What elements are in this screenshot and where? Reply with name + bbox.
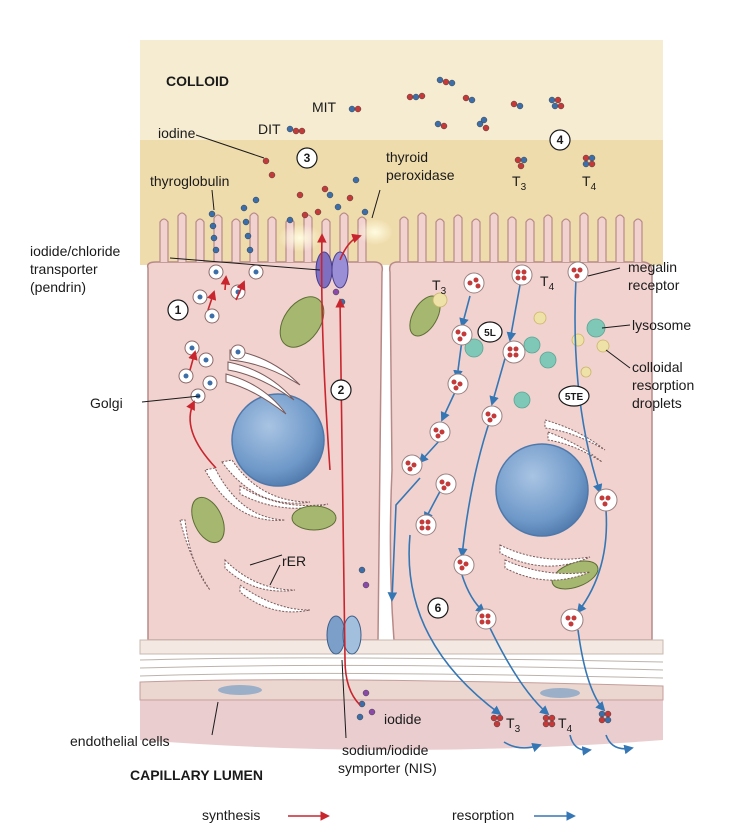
step-3: 3	[304, 151, 311, 165]
step-1: 1	[175, 303, 182, 317]
nis-label-2: symporter (NIS)	[338, 760, 437, 776]
step-4: 4	[557, 133, 564, 147]
peroxidase-glow-left	[278, 224, 322, 252]
step-2: 2	[338, 383, 345, 397]
basement-membrane	[139, 639, 664, 655]
nis-label-1: sodium/iodide	[342, 742, 429, 758]
colloid-molecules	[286, 76, 596, 170]
resorption-arrows	[387, 277, 634, 756]
megalin-label-1: megalin	[628, 259, 677, 275]
droplets-label-2: resorption	[632, 377, 694, 393]
iodide-label: iodide	[384, 711, 422, 727]
t3-colloid-label: T3	[512, 173, 527, 193]
thyroglobulin-chain	[208, 196, 260, 254]
t3-blood-label: T3	[506, 715, 521, 735]
peroxidase-glow-right	[357, 219, 393, 245]
capillary-label: CAPILLARY LUMEN	[130, 767, 263, 783]
endothelial-layer	[139, 679, 664, 701]
step-6: 6	[435, 601, 442, 615]
rough-er-right	[499, 419, 606, 581]
iodide-particles	[262, 157, 376, 721]
endothelial-label: endothelial cells	[70, 733, 170, 749]
nucleus-right	[495, 443, 589, 537]
pendrin-label-1: iodide/chloride	[30, 243, 120, 259]
t3-in-cell-label: T3	[432, 277, 447, 297]
iodine-label: iodine	[158, 125, 196, 141]
droplets-label-1: colloidal	[632, 359, 683, 375]
endothelial-nucleus	[218, 685, 262, 695]
pendrin-label-3: (pendrin)	[30, 279, 86, 295]
rough-er-left	[179, 459, 329, 613]
step-5l: 5L	[484, 328, 496, 339]
nis-transporter	[326, 615, 362, 655]
pendrin-transporter	[315, 251, 349, 289]
golgi-label: Golgi	[90, 395, 123, 411]
hormone-clusters	[405, 267, 611, 627]
t4-colloid-label: T4	[582, 173, 597, 193]
legend-resorption-label: resorption	[452, 807, 514, 823]
step-5te: 5TE	[565, 392, 584, 403]
resorption-droplets	[432, 292, 610, 378]
lysosome-label: lysosome	[632, 317, 691, 333]
connective-tissue	[139, 657, 664, 679]
pendrin-label-2: transporter	[30, 261, 98, 277]
lysosomes	[464, 318, 606, 409]
nucleus-left	[231, 393, 325, 487]
step-markers	[167, 129, 590, 619]
mit-label: MIT	[312, 99, 337, 115]
microvilli-right	[399, 212, 643, 262]
endothelial-nucleus-2	[540, 688, 580, 698]
synthesis-arrows	[186, 233, 362, 706]
colloid-label: COLLOID	[166, 73, 229, 89]
droplets-label-3: droplets	[632, 395, 682, 411]
megalin-label-2: receptor	[628, 277, 680, 293]
thyroglobulin-label: thyroglobulin	[150, 173, 229, 189]
t4-blood-label: T4	[558, 715, 573, 735]
peroxidase-label-2: peroxidase	[386, 167, 455, 183]
rer-label: rER	[282, 553, 306, 569]
leader-lines	[141, 134, 631, 739]
legend-synthesis-label: synthesis	[202, 807, 260, 823]
capillary-lumen	[140, 700, 663, 750]
blood-hormones	[490, 710, 612, 728]
golgi-apparatus	[225, 349, 301, 415]
t4-in-cell-label: T4	[540, 273, 555, 293]
peroxidase-label-1: thyroid	[386, 149, 428, 165]
dit-label: DIT	[258, 121, 281, 137]
